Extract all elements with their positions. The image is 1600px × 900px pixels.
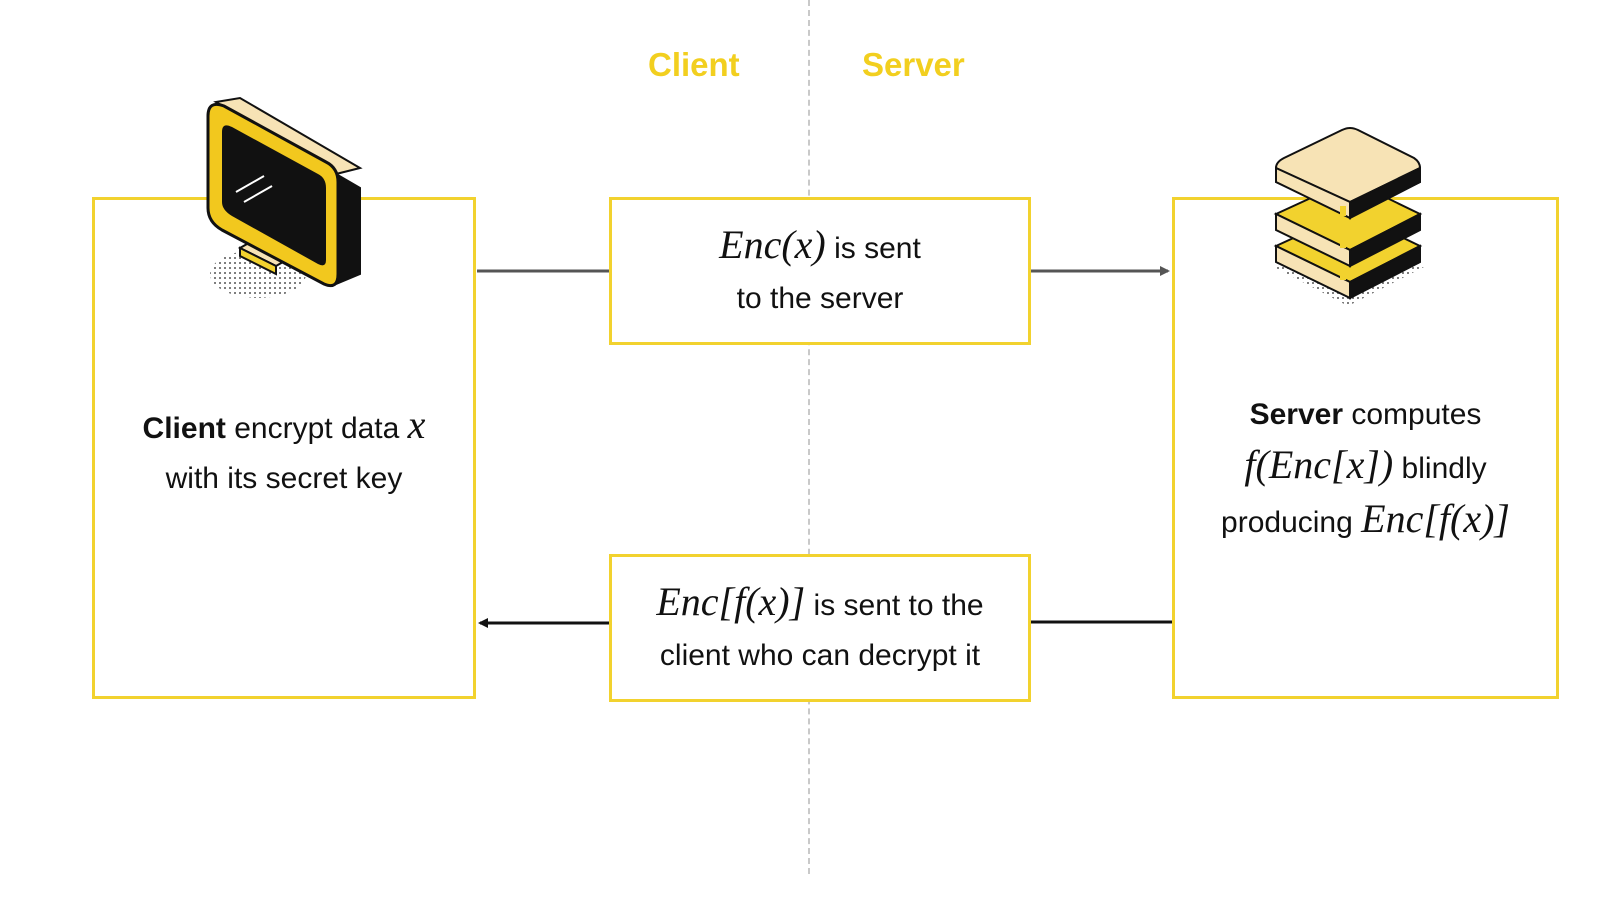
- msg2-math: Enc[f(x)]: [656, 579, 806, 624]
- message-to-client-box: Enc[f(x)] is sent to the client who can …: [609, 554, 1031, 702]
- server-bold-label: Server: [1249, 398, 1343, 431]
- computer-monitor-icon: [206, 96, 363, 298]
- client-bold-label: Client: [142, 412, 226, 445]
- server-heading: Server: [862, 46, 965, 83]
- server-stack-icon: [1272, 127, 1426, 306]
- client-heading: Client: [648, 46, 740, 83]
- msg2-line2-text: client who can decrypt it: [659, 639, 981, 672]
- msg1-line2-text: to the server: [736, 282, 904, 315]
- client-server-divider: [808, 0, 810, 874]
- client-var-x: x: [407, 402, 426, 447]
- server-math-computation: f(Enc[x]): [1244, 442, 1394, 487]
- msg1-line1-text: is sent: [825, 232, 921, 265]
- server-line3-text: producing: [1221, 506, 1362, 539]
- server-line2-text: blindly: [1393, 452, 1487, 485]
- msg2-line1-text: is sent to the: [805, 589, 984, 622]
- msg1-math: Enc(x): [719, 222, 826, 267]
- client-line1-text: encrypt data: [225, 412, 408, 445]
- server-math-result: Enc[f(x)]: [1361, 496, 1510, 541]
- message-to-client-text: Enc[f(x)] is sent to the client who can …: [612, 577, 1028, 681]
- client-line2-text: with its secret key: [165, 462, 403, 495]
- message-to-server-text: Enc(x) is sent to the server: [612, 220, 1028, 324]
- server-line1-text: computes: [1343, 398, 1482, 431]
- server-description: Server computes f(Enc[x]) blindly produc…: [1175, 390, 1556, 548]
- client-description: Client encrypt data x with its secret ke…: [95, 400, 473, 504]
- message-to-server-box: Enc(x) is sent to the server: [609, 197, 1031, 345]
